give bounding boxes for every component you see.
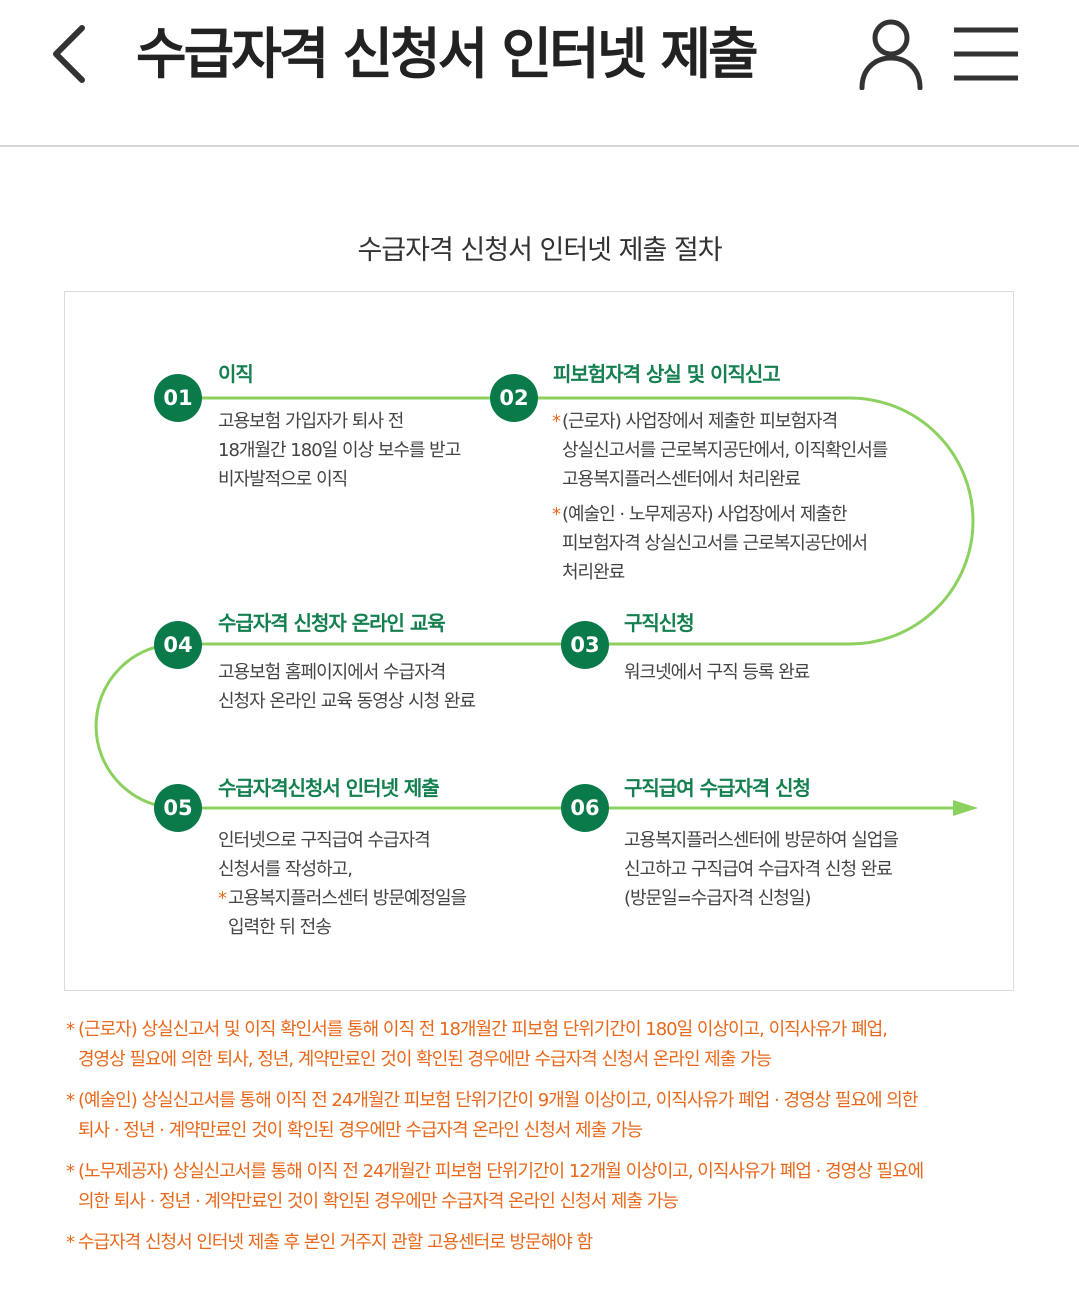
app-header: 수급자격 신청서 인터넷 제출	[0, 0, 1079, 147]
step-02-description: * (근로자) 사업장에서 제출한 피보험자격 상실신고서를 근로복지공단에서,…	[552, 407, 888, 587]
step-05-number: 05	[154, 784, 202, 832]
hamburger-menu-icon	[954, 27, 1018, 81]
step-05-note: * 고용복지플러스센터 방문예정일을 입력한 뒤 전송	[218, 888, 467, 938]
step-01-number: 01	[154, 374, 202, 422]
step-01-description: 고용보험 가입자가 퇴사 전 18개월간 180일 이상 보수를 받고 비자발적…	[218, 411, 461, 490]
step-04-description: 고용보험 홈페이지에서 수급자격 신청자 온라인 교육 동영상 시청 완료	[218, 662, 476, 712]
step-02-note-worker: * (근로자) 사업장에서 제출한 피보험자격 상실신고서를 근로복지공단에서,…	[552, 411, 888, 490]
menu-button[interactable]	[952, 26, 1020, 82]
footnotes: * (근로자) 상실신고서 및 이직 확인서를 통해 이직 전 18개월간 피보…	[66, 1015, 1026, 1269]
step-06-title: 구직급여 수급자격 신청	[624, 776, 811, 800]
step-05-title: 수급자격신청서 인터넷 제출	[218, 776, 440, 800]
user-button[interactable]	[858, 18, 924, 91]
step-02-title: 피보험자격 상실 및 이직신고	[553, 362, 781, 386]
footnote-artist: * (예술인) 상실신고서를 통해 이직 전 24개월간 피보험 단위기간이 9…	[66, 1090, 918, 1141]
page-title: 수급자격 신청서 인터넷 제출	[136, 22, 759, 86]
user-icon	[859, 19, 923, 91]
step-03-title: 구직신청	[624, 611, 695, 635]
step-02-note-artist: * (예술인 · 노무제공자) 사업장에서 제출한 피보험자격 상실신고서를 근…	[552, 504, 868, 583]
step-04-title: 수급자격 신청자 온라인 교육	[218, 611, 446, 635]
flow-arrow-head	[953, 800, 978, 816]
step-02-number: 02	[490, 374, 538, 422]
back-button[interactable]	[44, 22, 104, 86]
step-05-description: 인터넷으로 구직급여 수급자격 신청서를 작성하고, * 고용복지플러스센터 방…	[218, 826, 467, 942]
footnote-worker: * (근로자) 상실신고서 및 이직 확인서를 통해 이직 전 18개월간 피보…	[66, 1019, 888, 1070]
step-06-description: 고용복지플러스센터에 방문하여 실업을 신고하고 구직급여 수급자격 신청 완료…	[624, 830, 899, 909]
step-06-number: 06	[561, 784, 609, 832]
step-03-number: 03	[561, 621, 609, 669]
step-03-description: 워크넷에서 구직 등록 완료	[624, 662, 810, 683]
footnote-labor-provider: * (노무제공자) 상실신고서를 통해 이직 전 24개월간 피보험 단위기간이…	[66, 1161, 924, 1212]
step-04-number: 04	[154, 621, 202, 669]
section-title: 수급자격 신청서 인터넷 제출 절차	[357, 235, 722, 266]
footnote-visit-center: * 수급자격 신청서 인터넷 제출 후 본인 거주지 관할 고용센터로 방문해야…	[66, 1232, 593, 1253]
chevron-left-icon	[53, 25, 85, 83]
process-diagram-box	[64, 291, 1014, 991]
step-01-title: 이직	[218, 362, 254, 386]
